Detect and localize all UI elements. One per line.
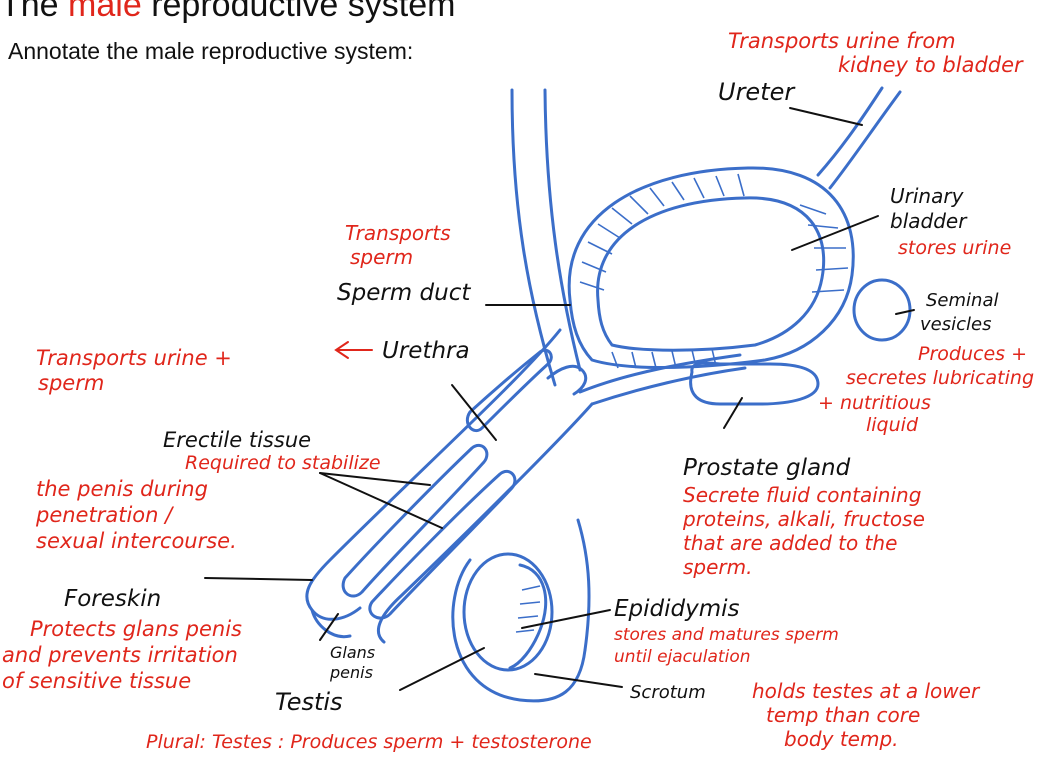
sperm-duct-tube [510,88,557,387]
label-epididymis: Epididymis [614,596,740,622]
title-prefix: The [0,0,69,24]
scrotum-shape [451,558,587,703]
note-scrotum-3: body temp. [784,727,899,751]
note-sperm-duct-2: sperm [350,245,413,269]
bladder-inner [596,196,826,352]
bladder-outer [567,166,855,369]
label-sperm-duct: Sperm duct [337,280,471,306]
note-erectile-1: Required to stabilize [185,452,381,474]
erectile-tissue-2 [368,469,517,620]
note-seminal-1: Produces + [918,343,1027,365]
slide-subtitle: Annotate the male reproductive system: [8,38,414,64]
label-urethra: Urethra [382,338,470,364]
urethra-arrow-head [334,341,349,359]
note-seminal-4: liquid [866,414,919,436]
organ-drawing [305,86,912,703]
note-prostate-1: Secrete fluid containing [683,483,921,507]
bladder-muscle-hatching [579,173,849,369]
note-erectile-2: the penis during [36,477,208,501]
note-testis: Plural: Testes : Produces sperm + testos… [146,731,592,753]
urethra-leader [451,384,497,441]
note-ureter-2: kidney to bladder [838,53,1024,77]
note-erectile-3: penetration / [35,503,174,527]
note-scrotum-1: holds testes at a lower [752,679,981,703]
note-erectile-4: sexual intercourse. [36,529,237,553]
sperm-duct-tube-inner [543,88,582,372]
slide-title: The male reproductive system [0,0,455,25]
label-erectile-tissue: Erectile tissue [163,428,311,452]
label-prostate-gland: Prostate gland [683,455,851,481]
erectile-tissue-3 [465,348,553,433]
note-foreskin-1: Protects glans penis [30,617,242,641]
note-urethra-2: sperm [38,371,104,395]
ureter-leader [789,107,863,126]
epididymis-leader [521,609,611,629]
testis-leader [399,647,485,691]
prostate-leader [723,397,743,429]
note-prostate-3: that are added to the [683,531,897,555]
corpus-spongiosum [546,364,588,396]
urethra-tube [578,353,742,394]
label-urinary-bladder-2: bladder [890,209,968,233]
bladder-leader [791,215,879,251]
urethra-tube-2 [590,366,747,406]
note-epididymis-1: stores and matures sperm [614,625,839,645]
note-scrotum-2: temp than core [766,703,920,727]
structure-labels: Ureter Urinary bladder Seminal vesicles … [64,78,998,716]
note-ureter-1: Transports urine from [728,29,956,53]
seminal-leader [895,309,915,315]
ureter-tube [816,86,884,177]
glans-leader [319,613,339,641]
epididymis-shape [508,563,548,670]
label-seminal-1: Seminal [926,290,998,311]
note-epididymis-2: until ejaculation [614,647,751,667]
foreskin-leader [204,577,313,581]
note-bladder: stores urine [898,237,1011,259]
prostate-gland-shape [689,361,820,406]
label-scrotum: Scrotum [630,682,706,703]
leader-lines [204,107,915,691]
note-prostate-4: sperm. [683,555,752,579]
penis-underside [376,402,594,644]
note-seminal-2: secretes lubricating [846,367,1034,389]
note-prostate-2: proteins, alkali, fructose [682,507,925,531]
note-sperm-duct-1: Transports [345,221,451,245]
label-glans-1: Glans [330,643,375,662]
note-urethra-1: Transports urine + [36,346,232,370]
penis-outer [305,328,562,621]
title-highlight: male [68,0,142,24]
label-seminal-2: vesicles [920,314,991,335]
ureter-tube-inner [828,90,902,190]
epididymis-coil [515,585,541,633]
note-foreskin-3: of sensitive tissue [2,669,191,693]
label-urinary-bladder-1: Urinary [890,184,965,208]
label-foreskin: Foreskin [64,586,161,612]
erectile-leader-1 [319,472,431,486]
note-seminal-3: + nutritious [818,392,931,414]
note-foreskin-2: and prevents irritation [2,643,238,667]
label-testis: Testis [275,688,343,716]
function-notes: Transports urine from kidney to bladder … [2,29,1034,753]
scrotum-leader [534,673,623,688]
label-glans-2: penis [329,663,373,682]
vas-connector [576,518,591,652]
label-ureter: Ureter [718,78,796,106]
erectile-leader-2 [319,472,443,529]
seminal-vesicle [852,278,912,342]
erectile-tissue-1 [341,443,489,598]
title-suffix: reproductive system [141,0,456,24]
testis-shape [462,552,554,672]
